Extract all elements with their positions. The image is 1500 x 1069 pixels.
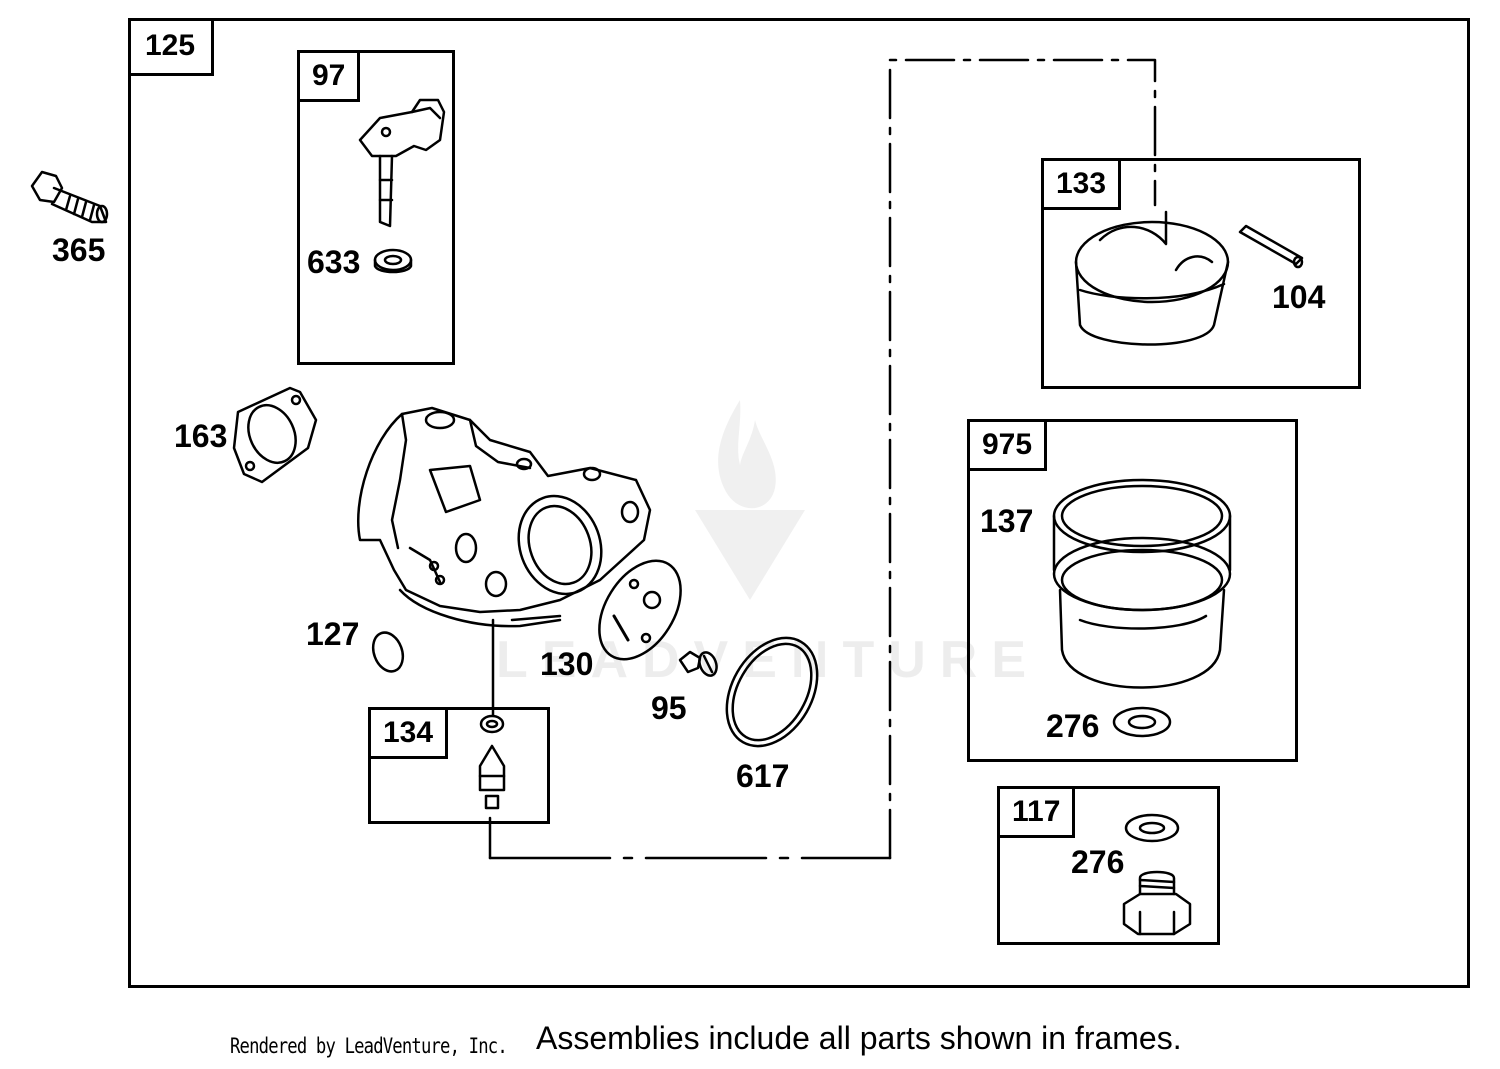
part-label-365: 365 [52, 232, 106, 268]
frame-tag-117: 117 [1000, 789, 1076, 838]
drain-bolt-117 [1122, 870, 1192, 936]
part-label-276-drain: 276 [1071, 844, 1125, 880]
float-133 [1074, 210, 1230, 346]
watermark-text: LEADVENTURE [496, 631, 1041, 689]
assembly-frame-125: 125 [128, 18, 1470, 988]
frame-tag-134: 134 [371, 710, 449, 759]
bolt-365 [30, 170, 109, 224]
screw-95 [678, 650, 718, 677]
part-label-127: 127 [306, 616, 360, 652]
part-label-617: 617 [736, 758, 790, 794]
assembly-frame-97: 97 [297, 50, 455, 365]
part-label-276-bowl: 276 [1046, 708, 1100, 744]
frame-tag-125: 125 [131, 21, 215, 76]
choke-shaft-97 [358, 98, 446, 228]
washer-276-drain [1124, 813, 1180, 843]
part-label-163: 163 [174, 418, 228, 454]
credit-text: Rendered by LeadVenture, Inc. [230, 1034, 508, 1058]
assembly-note: Assemblies include all parts shown in fr… [536, 1020, 1182, 1056]
assembly-frame-133: 133 [1041, 158, 1361, 389]
part-label-130: 130 [540, 646, 594, 682]
frame-tag-133: 133 [1044, 161, 1122, 210]
part-label-633: 633 [307, 244, 361, 280]
needle-134 [478, 714, 506, 810]
part-label-104: 104 [1272, 279, 1326, 315]
plug-127 [371, 631, 405, 673]
seal-633 [373, 248, 413, 274]
assembly-frame-134: 134 [368, 707, 550, 824]
connector-lines [488, 58, 1157, 860]
frame-tag-97: 97 [300, 53, 361, 102]
plate-130 [598, 559, 682, 661]
pin-104 [1238, 224, 1304, 269]
gasket-163 [232, 386, 318, 484]
assembly-frame-975: 975 [967, 419, 1298, 762]
bowl-975 [1052, 478, 1232, 689]
carburetor-body [357, 406, 652, 628]
assembly-frame-117: 117 [997, 786, 1220, 945]
frame-tag-975: 975 [970, 422, 1048, 471]
part-label-137: 137 [980, 503, 1034, 539]
part-label-95: 95 [651, 690, 687, 726]
oring-617 [725, 636, 819, 748]
washer-276-bowl [1112, 706, 1172, 738]
